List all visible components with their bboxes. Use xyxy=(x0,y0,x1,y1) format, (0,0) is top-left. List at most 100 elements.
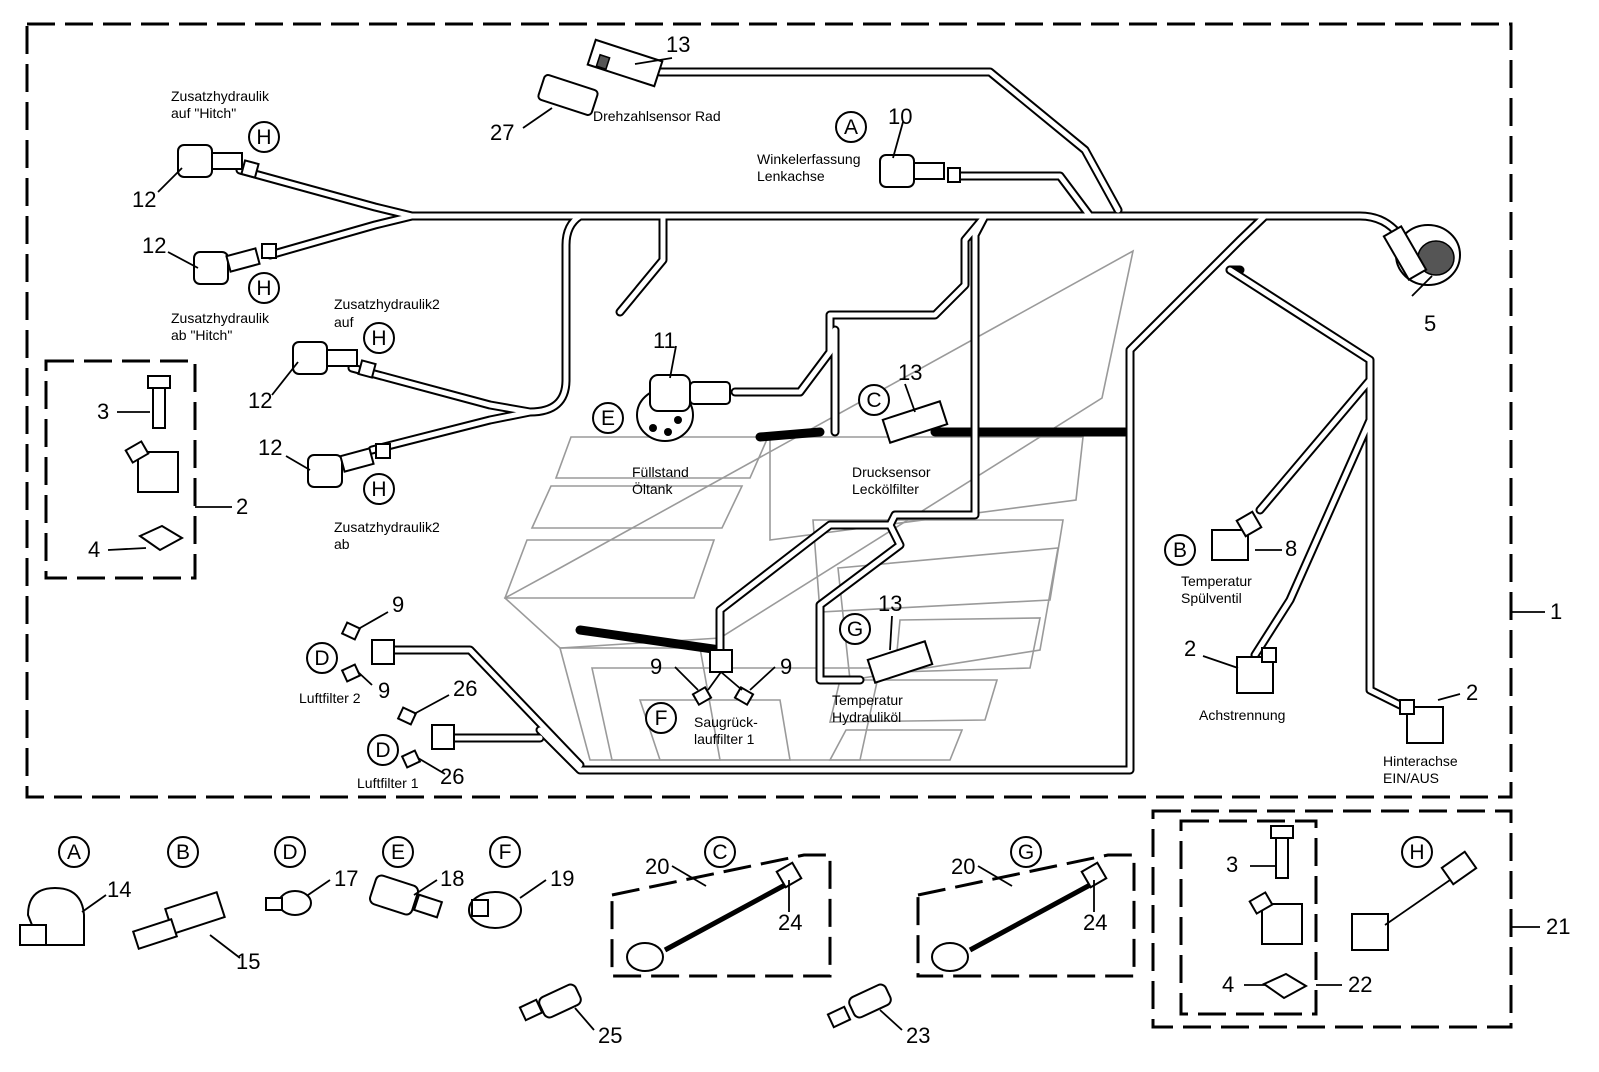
part-number-20: 20 xyxy=(645,854,669,879)
part-number-26: 26 xyxy=(453,676,477,701)
part-number-17: 17 xyxy=(334,866,358,891)
connector-2-achs xyxy=(1236,647,1277,694)
part-number-9: 9 xyxy=(650,654,662,679)
part-number-24: 24 xyxy=(778,910,802,935)
label-temp-spuel-line1: Temperatur xyxy=(1181,573,1252,589)
label-hinterachse-line1: Hinterachse xyxy=(1383,753,1458,769)
svg-text:C: C xyxy=(712,841,727,864)
connector-13-top xyxy=(586,38,664,88)
part-number-1: 1 xyxy=(1550,599,1562,624)
part-number-20: 20 xyxy=(951,854,975,879)
svg-text:G: G xyxy=(1018,841,1034,864)
connector-12-zh2-ab xyxy=(307,443,391,488)
kit-21-frame xyxy=(1151,809,1513,1029)
svg-text:H: H xyxy=(256,126,271,149)
part-25 xyxy=(518,983,582,1022)
part-number-9: 9 xyxy=(378,678,390,703)
part-number-12: 12 xyxy=(142,233,166,258)
part-number-12: 12 xyxy=(132,187,156,212)
label-drucksensor-line1: Drucksensor xyxy=(852,464,931,480)
cable-kit-c-part xyxy=(626,861,803,972)
letter-b-kit: B xyxy=(167,836,199,868)
kit-g-frame xyxy=(916,853,1136,978)
connector-8 xyxy=(1211,510,1263,561)
part-17 xyxy=(265,890,312,916)
cable-kit-g-part xyxy=(931,861,1108,972)
main-connector-5 xyxy=(1382,224,1461,286)
svg-text:C: C xyxy=(866,389,881,412)
svg-text:H: H xyxy=(371,478,386,501)
label-zh2-ab-line1: Zusatzhydraulik2 xyxy=(334,519,440,535)
letter-f-main: F xyxy=(645,702,677,734)
letter-b-main: B xyxy=(1164,534,1196,566)
part-number-3: 3 xyxy=(1226,852,1238,877)
part-number-22: 22 xyxy=(1348,972,1372,997)
connector-12-hitch-auf xyxy=(177,144,260,179)
svg-text:F: F xyxy=(655,707,668,730)
part-number-25: 25 xyxy=(598,1023,622,1048)
part-number-13: 13 xyxy=(666,32,690,57)
svg-text:A: A xyxy=(67,841,81,864)
main-harness-frame xyxy=(25,22,1513,799)
svg-text:H: H xyxy=(1409,841,1424,864)
label-drucksensor-line2: Leckölfilter xyxy=(852,481,919,497)
connector-9-set-f xyxy=(691,649,755,707)
text-labels: Zusatzhydraulik auf "Hitch" Zusatzhydrau… xyxy=(171,88,1458,791)
part-23 xyxy=(826,983,892,1029)
svg-text:B: B xyxy=(176,841,190,864)
label-zh2-auf-line2: auf xyxy=(334,314,354,330)
letter-d-main-1: D xyxy=(306,642,338,674)
part-number-12: 12 xyxy=(248,388,272,413)
background-panels xyxy=(503,249,1135,761)
part-number-9: 9 xyxy=(780,654,792,679)
letter-a-main: A xyxy=(835,111,867,143)
part-number-10: 10 xyxy=(888,104,912,129)
part-number-19: 19 xyxy=(550,866,574,891)
part-number-18: 18 xyxy=(440,866,464,891)
label-hinterachse-line2: EIN/AUS xyxy=(1383,770,1439,786)
label-temp-spuel-line2: Spülventil xyxy=(1181,590,1242,606)
letter-a-kit: A xyxy=(58,836,90,868)
label-fuellstand-line1: Füllstand xyxy=(632,464,689,480)
label-winkel-line1: Winkelerfassung xyxy=(757,151,861,167)
part-number-26: 26 xyxy=(440,764,464,789)
svg-text:E: E xyxy=(601,407,615,430)
part-19 xyxy=(468,891,522,929)
label-luftfilter-2: Luftfilter 2 xyxy=(299,690,361,706)
kit-c-frame xyxy=(610,853,832,978)
part-number-9: 9 xyxy=(392,592,404,617)
part-numbers: 1 2 2 2 3 3 4 4 5 8 9 9 9 9 10 11 12 12 … xyxy=(88,32,1570,1048)
letter-e-main: E xyxy=(592,402,624,434)
label-temp-hyd-line2: Hydrauliköl xyxy=(832,709,901,725)
part-number-27: 27 xyxy=(490,120,514,145)
part-number-2: 2 xyxy=(1184,636,1196,661)
part-number-14: 14 xyxy=(107,877,131,902)
label-luftfilter-1: Luftfilter 1 xyxy=(357,775,419,791)
label-drehzahlsensor: Drehzahlsensor Rad xyxy=(593,108,721,124)
label-saug-line1: Saugrück- xyxy=(694,714,758,730)
part-number-13: 13 xyxy=(878,591,902,616)
connector-13-drucksensor xyxy=(881,400,949,444)
kit-22-parts xyxy=(1248,825,1309,1000)
letter-h-1: H xyxy=(248,121,280,153)
svg-text:B: B xyxy=(1173,539,1187,562)
svg-text:D: D xyxy=(375,739,390,762)
letter-g-main: G xyxy=(839,613,871,645)
label-hitch-ab-line1: Zusatzhydraulik xyxy=(171,310,270,326)
part-number-5: 5 xyxy=(1424,311,1436,336)
connector-9-set-d xyxy=(340,621,395,683)
part-14 xyxy=(19,886,85,946)
label-zh2-ab-line2: ab xyxy=(334,536,350,552)
part-number-15: 15 xyxy=(236,949,260,974)
part-number-23: 23 xyxy=(906,1023,930,1048)
letter-h-2: H xyxy=(248,272,280,304)
part-number-21: 21 xyxy=(1546,914,1570,939)
connector-12-hitch-ab xyxy=(193,243,277,285)
letter-d-kit: D xyxy=(274,836,306,868)
label-zh2-auf-line1: Zusatzhydraulik2 xyxy=(334,296,440,312)
label-hitch-ab-line2: ab "Hitch" xyxy=(171,327,232,343)
label-achstrennung: Achstrennung xyxy=(1199,707,1285,723)
letter-g-kit: G xyxy=(1010,836,1042,868)
kit-h-connector xyxy=(1351,850,1478,951)
